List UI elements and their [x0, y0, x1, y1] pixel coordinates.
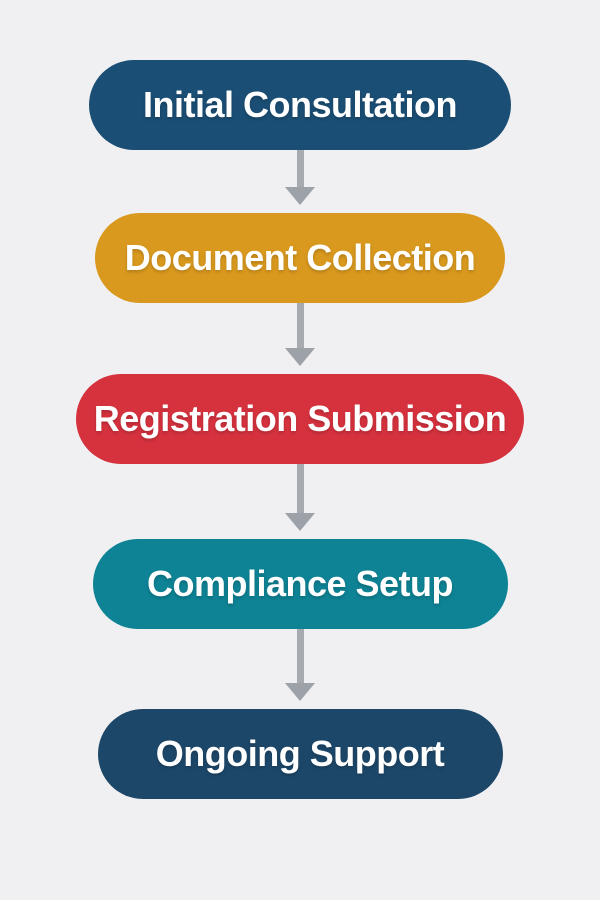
- flow-step-pill: Document Collection: [95, 213, 505, 303]
- down-arrow-icon: [285, 150, 315, 213]
- flow-step: Registration Submission: [76, 374, 524, 539]
- down-arrow-head: [285, 513, 315, 531]
- flow-step-pill: Compliance Setup: [92, 539, 508, 629]
- down-arrow-icon: [285, 303, 315, 374]
- flow-step: Document Collection: [95, 213, 505, 374]
- down-arrow-stem: [296, 150, 304, 187]
- down-arrow-icon: [285, 629, 315, 709]
- flow-step: Ongoing Support: [97, 709, 503, 799]
- flow-step: Compliance Setup: [92, 539, 508, 709]
- flow-step-label: Compliance Setup: [146, 563, 454, 604]
- down-arrow-stem: [296, 303, 304, 348]
- flow-step: Initial Consultation: [89, 60, 511, 213]
- flow-step-pill: Ongoing Support: [97, 709, 503, 799]
- down-arrow-stem: [296, 464, 304, 513]
- flow-step-label: Registration Submission: [93, 398, 507, 439]
- flow-step-pill: Initial Consultation: [89, 60, 511, 150]
- flow-step-label: Initial Consultation: [143, 84, 457, 125]
- down-arrow-head: [285, 187, 315, 205]
- down-arrow-icon: [285, 464, 315, 539]
- down-arrow-stem: [296, 629, 304, 683]
- down-arrow-head: [285, 348, 315, 366]
- flow-step-label: Document Collection: [124, 237, 476, 278]
- down-arrow-head: [285, 683, 315, 701]
- flow-step-pill: Registration Submission: [76, 374, 524, 464]
- flow-step-label: Ongoing Support: [155, 733, 445, 774]
